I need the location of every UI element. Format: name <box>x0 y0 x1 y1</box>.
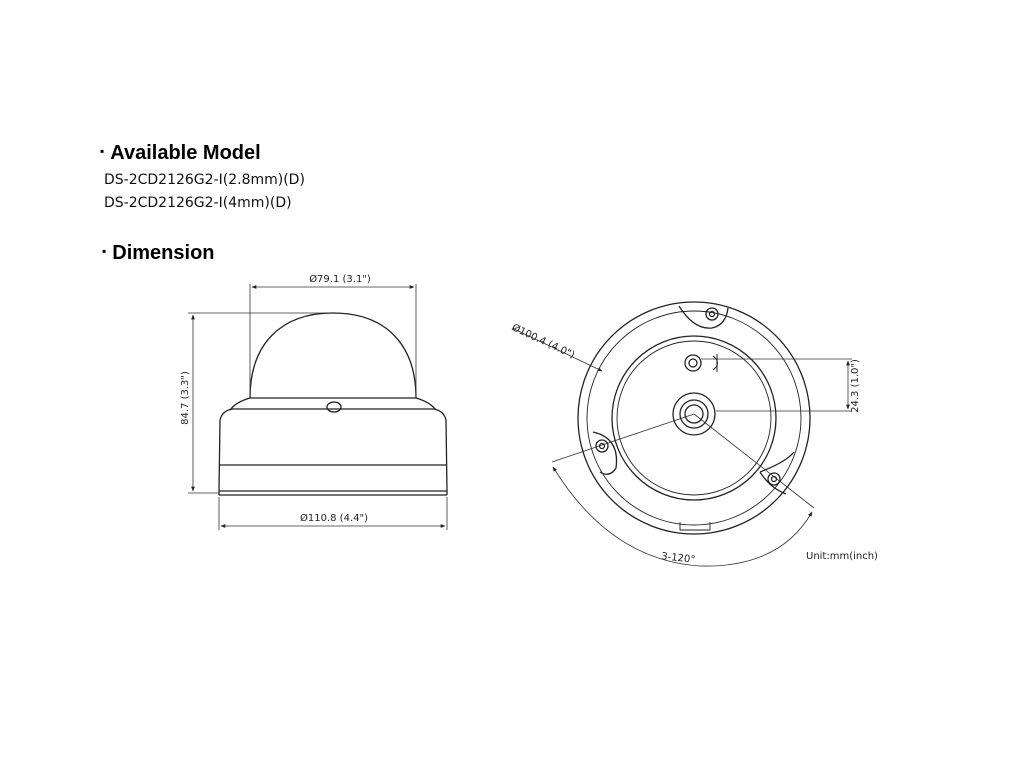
available-model-title: Available Model <box>110 142 261 164</box>
model-item-2: DS-2CD2126G2-I(4mm)(D) <box>104 195 292 211</box>
ir-sensor-shape <box>326 401 342 413</box>
offset-label: 24.3 (1.0") <box>850 359 861 413</box>
inner-ring <box>611 335 777 501</box>
rotation-label: 3-120° <box>661 551 696 566</box>
dimension-heading: ▪ Dimension <box>102 242 215 265</box>
bullet-icon: ▪ <box>100 143 105 158</box>
screw-hole <box>684 354 702 372</box>
mounting-tab-top <box>678 305 729 329</box>
top-view-drawing <box>577 301 811 535</box>
mounting-tab-left <box>592 431 618 475</box>
outer-ring <box>577 301 811 535</box>
height-label: 84.7 (3.3") <box>180 371 191 425</box>
lens-outer <box>672 392 716 436</box>
outer-diameter-label: Ø100.4 (4.0") <box>510 321 577 361</box>
model-item-1: DS-2CD2126G2-I(2.8mm)(D) <box>104 172 305 188</box>
dimension-title: Dimension <box>112 242 215 264</box>
bullet-icon: ▪ <box>102 243 107 258</box>
unit-note: Unit:mm(inch) <box>806 551 878 562</box>
body-top <box>219 408 447 421</box>
side-view-dimension-lines <box>188 284 448 530</box>
side-view-drawing <box>218 312 448 496</box>
available-model-heading: ▪ Available Model <box>100 142 261 165</box>
dome-diameter-label: Ø79.1 (3.1") <box>309 273 371 285</box>
dome-outline <box>249 312 417 399</box>
base-diameter-label: Ø110.8 (4.4") <box>300 512 368 524</box>
top-view-dimension-lines <box>511 327 852 567</box>
